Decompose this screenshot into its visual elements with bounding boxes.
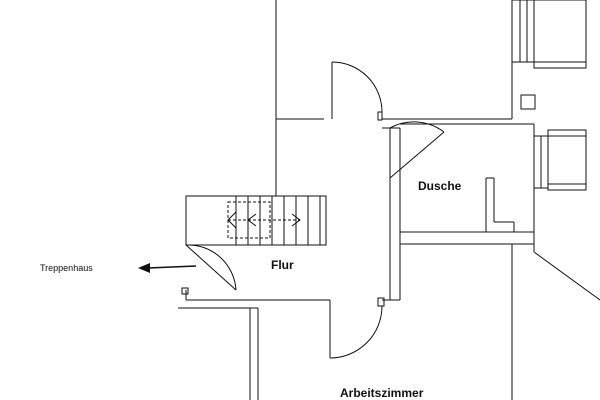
staircase: [185, 195, 327, 246]
door-study: [329, 297, 385, 359]
window-shower: [533, 129, 587, 191]
study-walls: [249, 244, 600, 400]
exit-label-treppenhaus: Treppenhaus: [40, 263, 93, 273]
exit-arrow-icon: [138, 263, 197, 273]
door-upper: [331, 61, 383, 121]
room-label-dusche: Dusche: [418, 179, 462, 193]
upper-room-walls: [275, 0, 513, 120]
window-upper-right: [511, 0, 587, 69]
column: [520, 94, 536, 110]
room-label-flur: Flur: [271, 258, 294, 272]
corridor-walls: [178, 119, 401, 309]
room-label-arbeitszimmer: Arbeitszimmer: [340, 386, 424, 400]
door-shower: [389, 121, 445, 179]
door-stairwell: [181, 244, 237, 295]
